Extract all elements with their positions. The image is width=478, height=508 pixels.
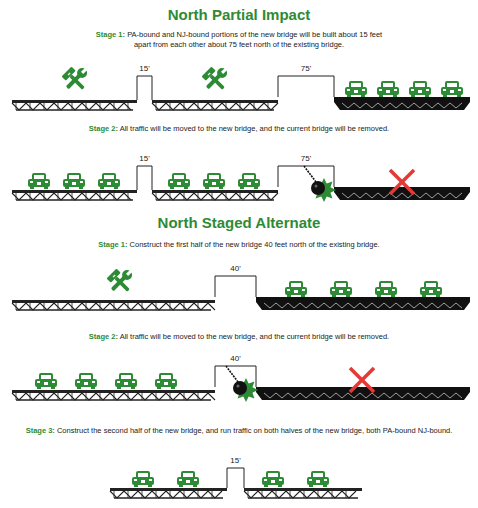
stage-description: Stage 3: Construct the second half of th…	[4, 426, 474, 436]
new-bridge-deck	[244, 488, 362, 498]
dimension-bracket	[227, 468, 244, 488]
dimension-label: 75'	[300, 64, 312, 73]
label-text: Construct the second half of the new bri…	[57, 426, 452, 435]
stage-number: Stage 1:	[98, 240, 127, 249]
car-icon	[75, 373, 97, 389]
existing-bridge	[256, 297, 470, 310]
label-text: 15'	[230, 456, 240, 465]
construction-tools-icon	[62, 65, 90, 93]
new-bridge-deck	[110, 488, 227, 498]
existing-bridge	[256, 387, 470, 400]
label-text: 15'	[139, 64, 149, 73]
stage-description: Stage 2: All traffic will be moved to th…	[39, 332, 439, 342]
dimension-bracket	[137, 76, 152, 100]
label-text: Construct the first half of the new brid…	[130, 240, 380, 249]
car-icon	[132, 471, 154, 487]
stage-description: Stage 2: All traffic will be moved to th…	[39, 124, 439, 134]
car-icon	[238, 173, 260, 189]
car-icon	[98, 173, 120, 189]
car-icon	[285, 281, 307, 297]
car-icon	[203, 173, 225, 189]
car-icon	[63, 173, 85, 189]
construction-tools-icon	[202, 65, 230, 93]
stage-number: Stage 2:	[89, 332, 118, 341]
existing-bridge	[334, 187, 470, 200]
dimension-label: 15'	[229, 456, 241, 465]
label-text: 75'	[301, 64, 311, 73]
car-icon	[409, 81, 431, 97]
car-icon	[115, 373, 137, 389]
car-icon	[375, 281, 397, 297]
stage-number: Stage 3:	[26, 426, 55, 435]
construction-tools-icon	[107, 267, 135, 295]
car-icon	[35, 373, 57, 389]
wrecking-ball-icon	[226, 366, 258, 402]
new-bridge-deck	[12, 190, 137, 200]
dimension-label: 40'	[229, 354, 241, 363]
dimension-label: 15'	[138, 154, 150, 163]
new-bridge-deck	[152, 190, 278, 200]
car-icon	[441, 81, 463, 97]
new-bridge-deck	[152, 100, 278, 110]
label-text: All traffic will be moved to the new bri…	[120, 124, 390, 133]
removed-cross	[390, 170, 414, 194]
car-icon	[177, 471, 199, 487]
car-icon	[377, 81, 399, 97]
label-text: North Staged Alternate	[158, 214, 321, 231]
label-text: 75'	[301, 154, 311, 163]
car-icon	[155, 373, 177, 389]
section-heading: North Staged Alternate	[39, 214, 439, 231]
dimension-label: 15'	[138, 64, 150, 73]
new-bridge-deck	[12, 300, 215, 310]
label-text: PA-bound and NJ-bound portions of the ne…	[127, 30, 382, 49]
section-heading: North Partial Impact	[39, 6, 439, 23]
wrecking-ball-icon	[304, 166, 336, 202]
dimension-bracket	[278, 76, 334, 97]
stage-description: Stage 1: PA-bound and NJ-bound portions …	[89, 30, 389, 49]
stage-number: Stage 1:	[96, 30, 125, 39]
dimension-bracket	[215, 276, 256, 297]
car-icon	[345, 81, 367, 97]
existing-bridge	[334, 97, 470, 110]
car-icon	[28, 173, 50, 189]
new-bridge-deck	[12, 100, 137, 110]
car-icon	[330, 281, 352, 297]
car-icon	[420, 281, 442, 297]
label-text: 40'	[230, 354, 240, 363]
dimension-label: 75'	[300, 154, 312, 163]
label-text: All traffic will be moved to the new bri…	[120, 332, 390, 341]
car-icon	[168, 173, 190, 189]
removed-cross	[350, 368, 374, 392]
label-text: North Partial Impact	[168, 6, 311, 23]
stage-description: Stage 1: Construct the first half of the…	[39, 240, 439, 250]
new-bridge-deck	[12, 390, 215, 400]
dimension-label: 40'	[229, 264, 241, 273]
car-icon	[262, 471, 284, 487]
label-text: 15'	[139, 154, 149, 163]
label-text: 40'	[230, 264, 240, 273]
stage-number: Stage 2:	[89, 124, 118, 133]
dimension-bracket	[137, 166, 152, 190]
car-icon	[307, 471, 329, 487]
